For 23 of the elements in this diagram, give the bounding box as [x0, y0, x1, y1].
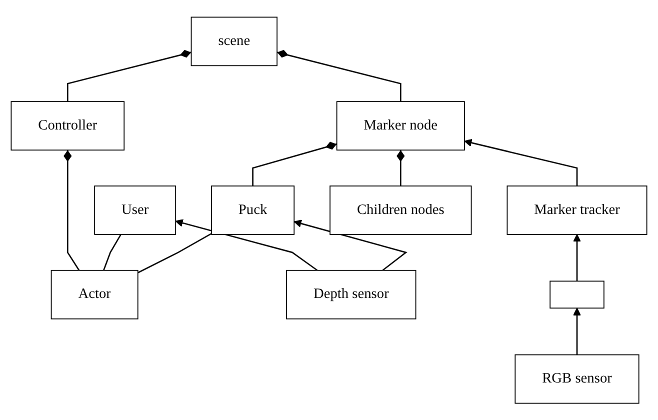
node-box: Puck — [211, 185, 295, 235]
connector — [103, 234, 122, 270]
node-box: scene — [190, 16, 278, 66]
connector — [276, 50, 402, 102]
arrow — [175, 218, 318, 271]
node-box: Controller — [10, 100, 125, 150]
node-box: User — [94, 185, 176, 235]
connector — [64, 150, 80, 271]
node-box: Marker tracker — [506, 185, 648, 235]
arrow — [573, 308, 581, 355]
node-box: Marker node — [336, 100, 465, 150]
connector — [396, 150, 405, 186]
node-box — [550, 280, 604, 308]
node-box: RGB sensor — [514, 354, 640, 404]
connector — [138, 232, 212, 274]
connector — [252, 142, 337, 186]
node-box: Depth sensor — [286, 270, 416, 320]
node-box: Actor — [50, 270, 138, 320]
arrow — [464, 138, 578, 186]
connector — [66, 50, 192, 102]
node-box: Children nodes — [330, 185, 472, 235]
arrow — [294, 219, 408, 271]
arrow — [573, 234, 581, 281]
